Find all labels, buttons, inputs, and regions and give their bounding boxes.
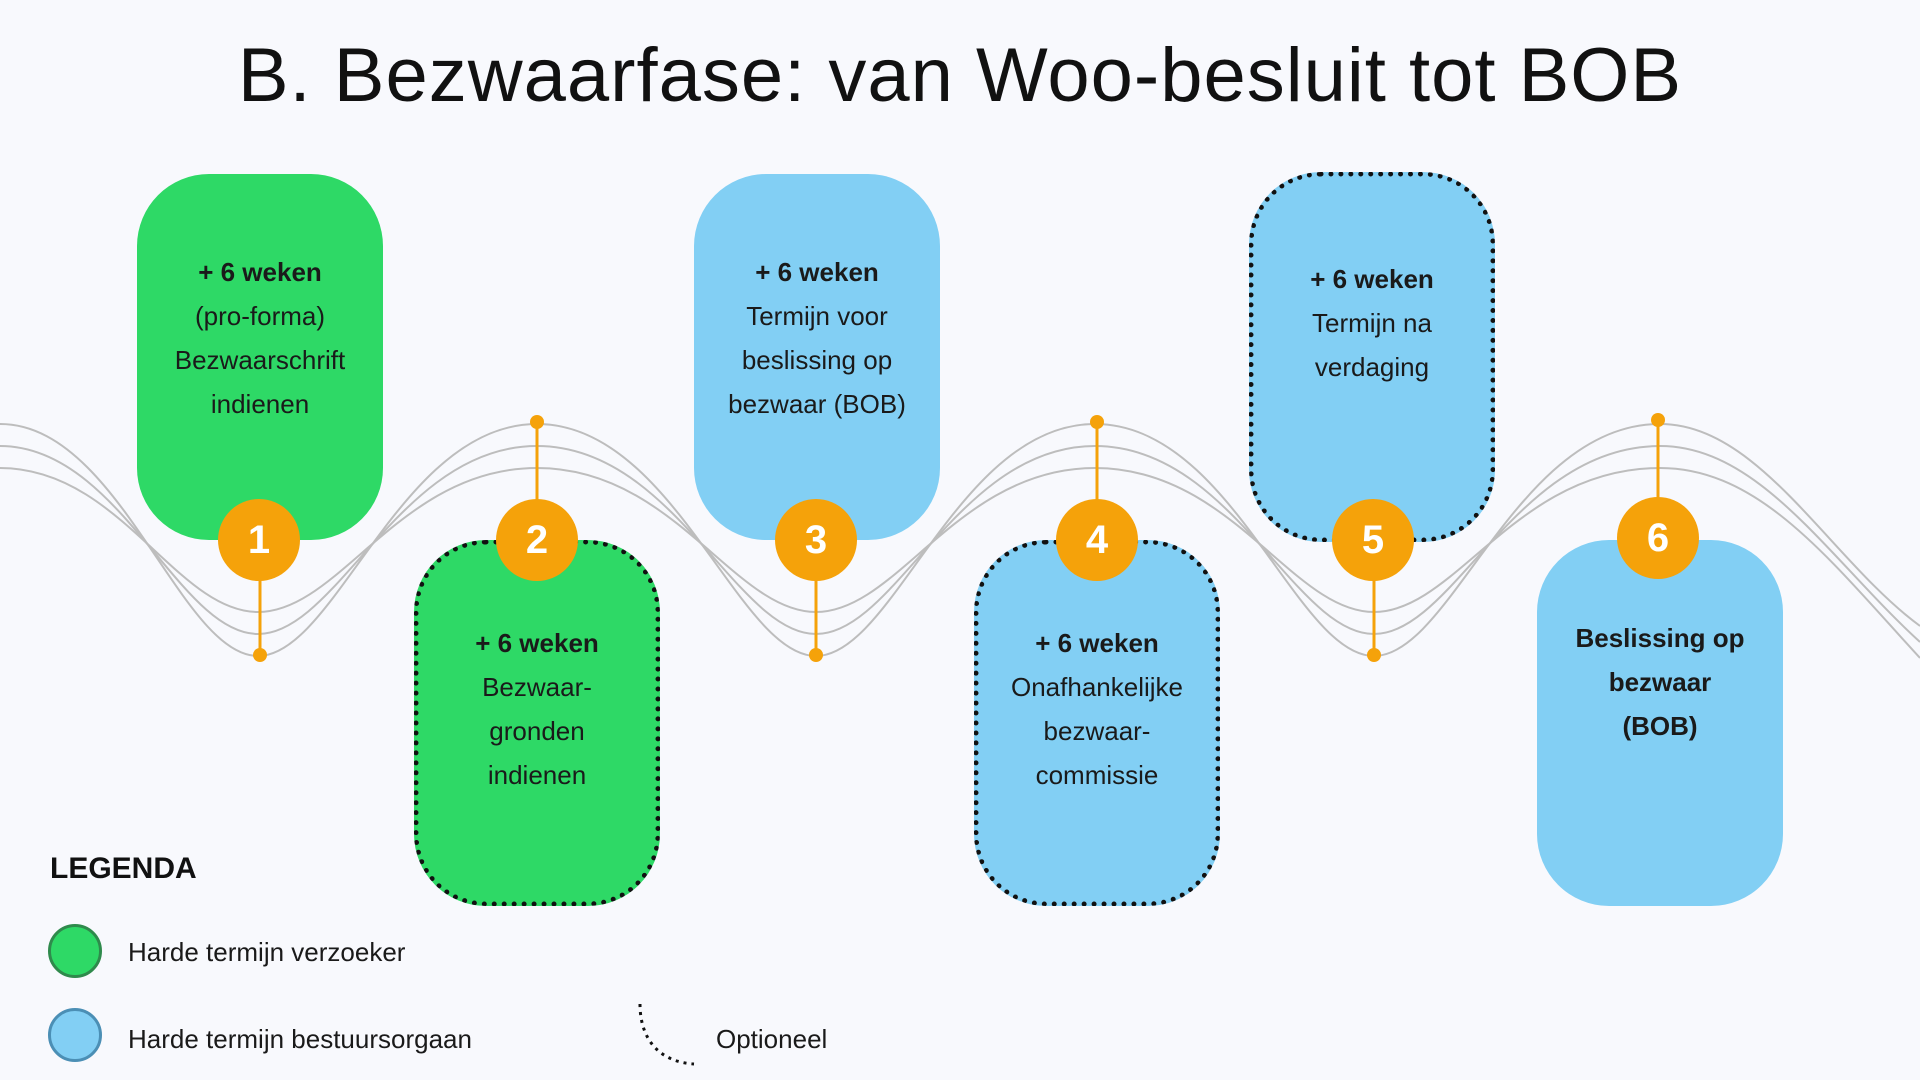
step-number-5: 5 bbox=[1332, 499, 1414, 581]
step-5-duration: + 6 weken bbox=[1310, 264, 1434, 294]
step-number-6: 6 bbox=[1617, 497, 1699, 579]
step-1-text: Bezwaarschrift bbox=[174, 345, 346, 375]
step-6-text: (BOB) bbox=[1622, 711, 1698, 741]
step-number-4: 4 bbox=[1056, 499, 1138, 581]
step-6-text: bezwaar bbox=[1608, 667, 1712, 697]
step-3-text: Termijn voor bbox=[746, 301, 888, 331]
step-2-duration: + 6 weken bbox=[475, 628, 599, 658]
connector-dot-3 bbox=[809, 648, 823, 662]
step-1-duration: + 6 weken bbox=[198, 257, 322, 287]
step-card-6: Beslissing op bezwaar (BOB) bbox=[1537, 540, 1783, 906]
wave-line bbox=[0, 466, 1920, 659]
step-3-text: beslissing op bbox=[741, 345, 893, 375]
step-4-text: commissie bbox=[1035, 760, 1159, 790]
step-2-text: gronden bbox=[489, 716, 585, 746]
step-1-text: (pro-forma) bbox=[194, 301, 325, 331]
step-1-text: indienen bbox=[210, 389, 310, 419]
connector-dot-1 bbox=[253, 648, 267, 662]
connector-dot-6 bbox=[1651, 413, 1665, 427]
step-card-5: + 6 weken Termijn na verdaging bbox=[1249, 172, 1495, 542]
legend-title: LEGENDA bbox=[50, 852, 197, 885]
legend-optional-label: Optioneel bbox=[716, 1024, 828, 1054]
connector-dot-5 bbox=[1367, 648, 1381, 662]
legend-blue-label: Harde termijn bestuursorgaan bbox=[128, 1024, 472, 1054]
step-4-text: Onafhankelijke bbox=[1011, 672, 1183, 702]
connector-dot-2 bbox=[530, 415, 544, 429]
optional-legend-arc bbox=[638, 1003, 695, 1066]
legend-green-swatch bbox=[48, 924, 102, 978]
step-2-text: indienen bbox=[487, 760, 587, 790]
connector-dot-4 bbox=[1090, 415, 1104, 429]
step-5-text: verdaging bbox=[1314, 352, 1430, 382]
step-card-1: + 6 weken (pro-forma) Bezwaarschrift ind… bbox=[137, 174, 383, 540]
step-6-text: Beslissing op bbox=[1575, 623, 1745, 653]
step-3-duration: + 6 weken bbox=[755, 257, 879, 287]
step-number-2: 2 bbox=[496, 499, 578, 581]
step-number-3: 3 bbox=[775, 499, 857, 581]
step-3-text: bezwaar (BOB) bbox=[728, 389, 906, 419]
legend-blue-swatch bbox=[48, 1008, 102, 1062]
step-card-3: + 6 weken Termijn voor beslissing op bez… bbox=[694, 174, 940, 540]
step-4-duration: + 6 weken bbox=[1035, 628, 1159, 658]
legend-green-label: Harde termijn verzoeker bbox=[128, 937, 406, 967]
step-card-2: + 6 weken Bezwaar- gronden indienen bbox=[414, 540, 660, 906]
step-card-4: + 6 weken Onafhankelijke bezwaar- commis… bbox=[974, 540, 1220, 906]
step-5-text: Termijn na bbox=[1312, 308, 1432, 338]
page-title: B. Bezwaarfase: van Woo-besluit tot BOB bbox=[237, 33, 1683, 118]
step-4-text: bezwaar- bbox=[1043, 716, 1151, 746]
step-number-1: 1 bbox=[218, 499, 300, 581]
step-2-text: Bezwaar- bbox=[482, 672, 592, 702]
